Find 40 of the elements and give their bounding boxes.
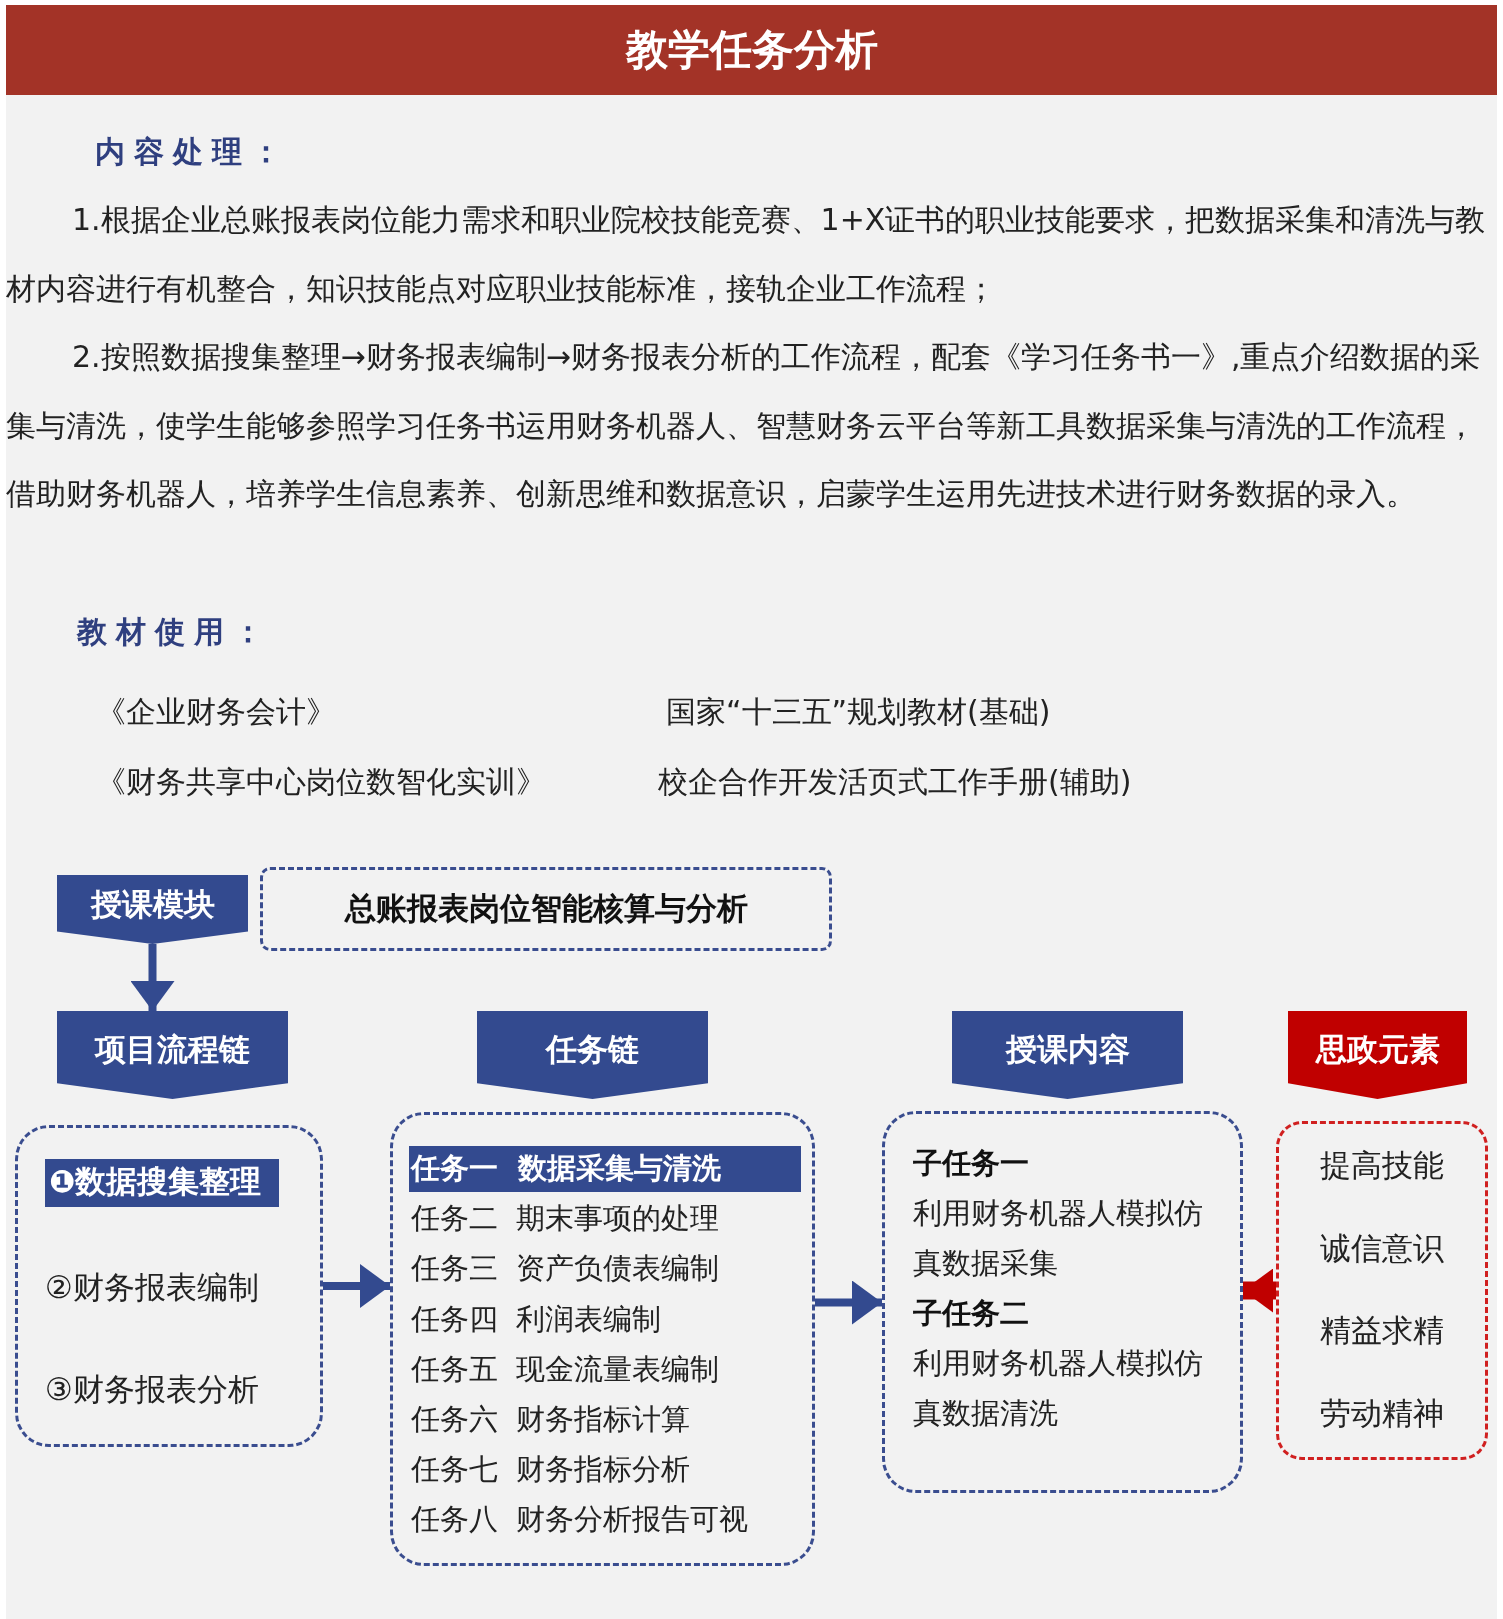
task-item: 任务六 财务指标计算: [409, 1397, 801, 1443]
task-item: 任务二 期末事项的处理: [409, 1196, 801, 1243]
book-note: 校企合作开发活页式工作手册(辅助): [658, 764, 1132, 799]
dashed-group: [15, 1125, 323, 1447]
banner-heading: 任务链: [546, 1030, 639, 1069]
book-title: 《财务共享中心岗位数智化实训》: [96, 764, 546, 799]
step-item: ❶数据搜集整理: [45, 1159, 280, 1207]
value-text: 诚信意识: [1320, 1229, 1444, 1266]
banner-heading: 项目流程链: [95, 1030, 250, 1069]
subtask-heading: 子任务二: [913, 1295, 1030, 1332]
step-item: ③财务报表分析: [45, 1370, 259, 1409]
banner-heading: 授课模块: [90, 884, 215, 924]
task-item: 任务七 财务指标分析: [409, 1447, 801, 1494]
task-item: 任务八 财务分析报告可视: [409, 1497, 801, 1544]
dashed-group: [390, 1112, 815, 1566]
highlighted-task: 任务一 数据采集与清洗: [409, 1146, 801, 1192]
arrow: [1243, 1268, 1276, 1313]
banner-heading: 思政元素: [1315, 1030, 1440, 1069]
book-title: 《企业财务会计》: [96, 694, 336, 729]
value-text: 精益求精: [1320, 1312, 1444, 1348]
step-item: ②财务报表编制: [45, 1268, 259, 1307]
chevron-arrow: [130, 944, 175, 1011]
value-text: 提高技能: [1320, 1147, 1444, 1183]
task-item: 任务四 利润表编制: [409, 1296, 801, 1343]
section-heading: 教材使用：: [77, 614, 272, 649]
task-item: 任务三 资产负债表编制: [409, 1246, 801, 1293]
value-text: 劳动精神: [1320, 1394, 1444, 1431]
dashed-group: [882, 1111, 1243, 1493]
subtask-text: 利用财务机器人模拟仿真数据清洗: [913, 1345, 1204, 1432]
dashed-group: [1276, 1121, 1488, 1460]
subtask-text: 利用财务机器人模拟仿真数据采集: [913, 1195, 1204, 1282]
task-item: 任务五 现金流量表编制: [409, 1346, 801, 1393]
section-heading: 内容处理：: [95, 134, 290, 169]
paragraph: 1.根据企业总账报表岗位能力需求和职业院校技能竞赛、1+X证书的职业技能要求，把数据采集和清洗与教材内容进行有机整合，知识技能点对应职业技能标准，接轨企业工作流程；: [6, 202, 1486, 306]
module-title-box: 总账报表岗位智能核算与分析: [260, 867, 832, 951]
page-title: 教学任务分析: [625, 24, 878, 76]
banner-heading: 授课内容: [1005, 1030, 1130, 1069]
book-note: 国家“十三五”规划教材(基础): [666, 694, 1051, 729]
subtask-heading: 子任务一: [913, 1145, 1030, 1182]
paragraph: 2.按照数据搜集整理→财务报表编制→财务报表分析的工作流程，配套《学习任务书一》,重点介绍数据的采集与清洗，使学生能够参照学习任务书运用财务机器人、智慧财务云平台等新工具数据采集与清洗的工作流程，借助财务机器人，培养学生信息素养、创新思维和数据意识，启蒙学生运用先进技术进行财务数据的录入。: [6, 339, 1481, 511]
